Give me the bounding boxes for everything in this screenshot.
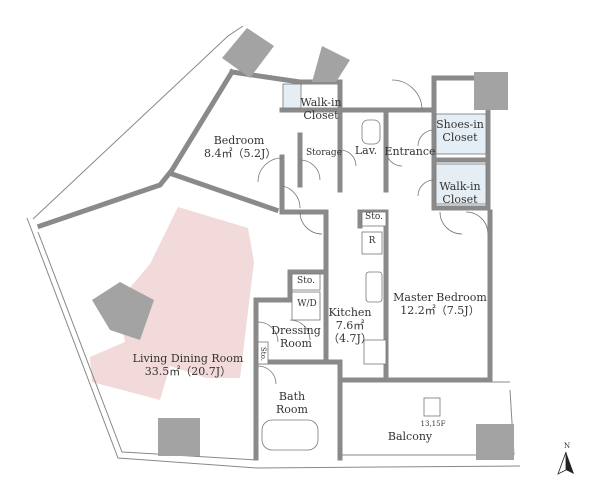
living-dining-highlight: [90, 207, 254, 400]
door-swings: [257, 79, 489, 385]
dressing-room-label: Dressing Room: [271, 324, 321, 350]
north-arrow-icon: [557, 451, 574, 475]
north-label: N: [563, 442, 571, 450]
sto-3-label: Sto.: [259, 347, 267, 361]
kitchen-label: Kitchen 7.6㎡ （4.7J）: [328, 306, 372, 345]
walkin-closet-1-label: Walk-in Closet: [300, 96, 342, 122]
lav-label: Lav.: [354, 144, 378, 157]
wd-label: W/D: [297, 299, 317, 309]
living-dining-room-label: Living Dining Room 33.5㎡（20.7J）: [132, 352, 244, 378]
floor-level-label: 13,15F: [420, 420, 446, 428]
master-bedroom-label: Master Bedroom 12.2㎡（7.5J）: [393, 291, 487, 317]
bedroom-label: Bedroom 8.4㎡（5.2J）: [204, 134, 277, 160]
shoes-in-closet-label: Shoes-in Closet: [436, 118, 484, 144]
bath-room-label: Bath Room: [276, 390, 308, 416]
sto-2-label: Sto.: [297, 276, 315, 286]
balcony-label: Balcony: [387, 430, 433, 443]
columns: [92, 28, 514, 460]
walls: [36, 68, 493, 461]
sto-1-label: Sto.: [365, 212, 383, 222]
fixtures: [257, 83, 487, 451]
walkin-closet-2-label: Walk-in Closet: [439, 180, 481, 206]
storage-label: Storage: [306, 148, 342, 158]
refrigerator-label: R: [368, 236, 376, 246]
entrance-label: Entrance: [384, 145, 436, 158]
